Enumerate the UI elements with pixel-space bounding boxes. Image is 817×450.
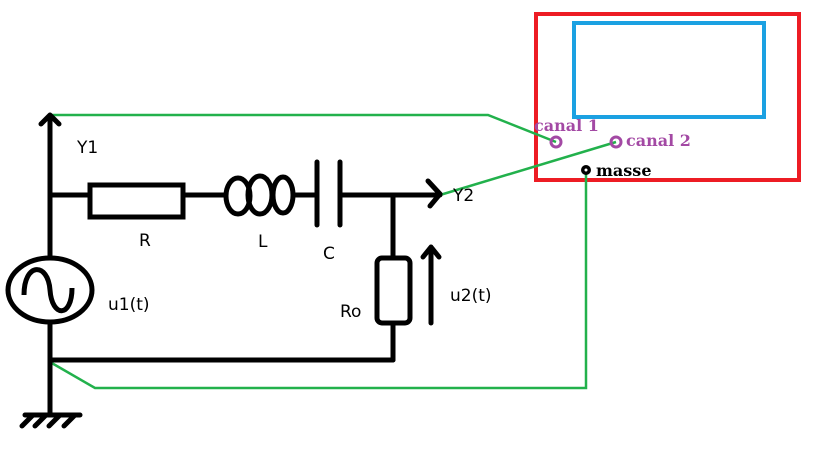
l-label: L xyxy=(258,232,268,252)
resistor-r xyxy=(87,182,186,220)
oscilloscope-screen xyxy=(572,21,766,119)
channel2-connector[interactable] xyxy=(609,135,623,149)
channel1-label: canal 1 xyxy=(534,116,599,135)
channel2-label: canal 2 xyxy=(626,131,691,150)
probe-wire-y1 xyxy=(50,113,557,144)
y1-label: Y1 xyxy=(76,138,98,158)
u1-label: u1(t) xyxy=(108,295,150,315)
ground-icon xyxy=(19,412,83,429)
channel1-connector[interactable] xyxy=(549,135,563,149)
ground-label: masse xyxy=(596,161,652,180)
inductor-l xyxy=(223,173,296,217)
u2-voltage-arrow xyxy=(420,244,442,326)
circuit-wires xyxy=(38,112,443,418)
ground-connector-center xyxy=(584,168,588,172)
r-label: R xyxy=(139,231,151,251)
y2-label: Y2 xyxy=(452,186,474,206)
probe-wire-ground xyxy=(49,170,588,390)
u2-label: u2(t) xyxy=(450,286,492,306)
ac-source-icon xyxy=(5,255,95,325)
c-label: C xyxy=(323,244,335,264)
ro-label: Ro xyxy=(340,302,361,322)
capacitor-c xyxy=(314,159,343,228)
resistor-ro xyxy=(374,255,413,326)
oscilloscope-frame xyxy=(534,12,801,182)
oscilloscope: canal 1 canal 2 masse xyxy=(534,12,801,182)
probe-wire-y2 xyxy=(439,140,617,197)
